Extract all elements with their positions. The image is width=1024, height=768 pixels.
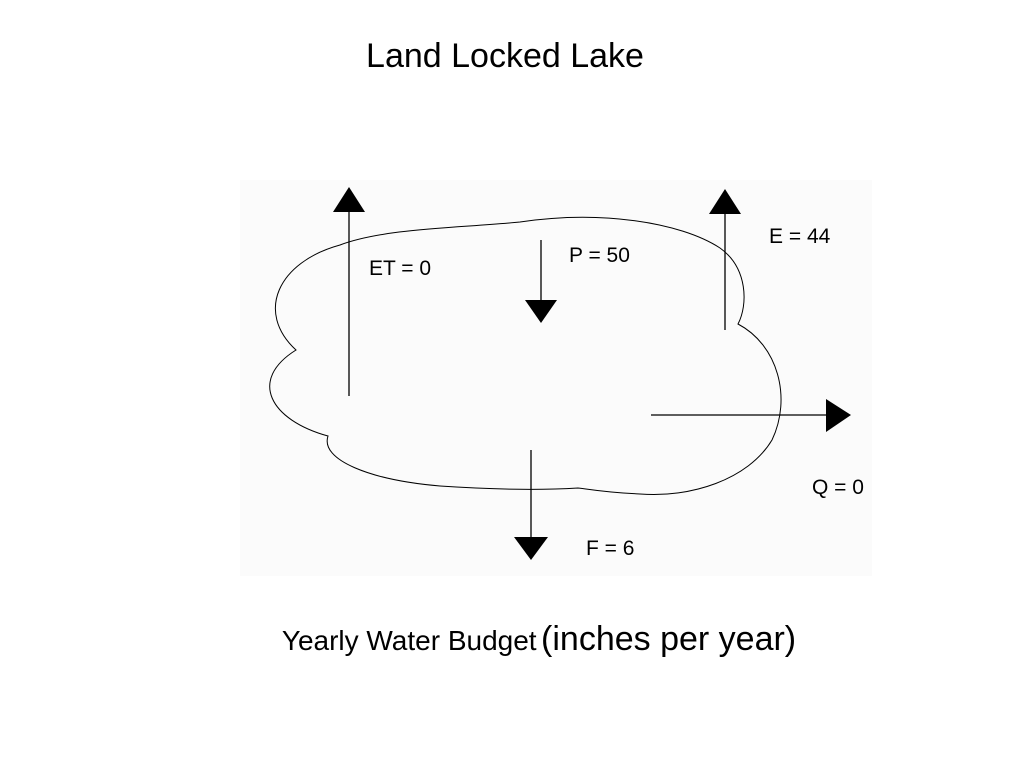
diagram-backdrop <box>240 180 872 576</box>
f-arrow <box>514 450 548 560</box>
et-label: ET = 0 <box>369 257 432 280</box>
p-arrow <box>525 240 557 323</box>
caption: Yearly Water Budget (inches per year) <box>0 620 1024 659</box>
et-arrow <box>333 187 365 396</box>
e-label: E = 44 <box>769 225 831 248</box>
q-label: Q = 0 <box>812 476 864 499</box>
q-arrow <box>651 399 851 432</box>
diagram-title: Land Locked Lake <box>366 37 644 75</box>
caption-main: Yearly Water Budget <box>281 625 537 656</box>
f-label: F = 6 <box>586 537 635 560</box>
p-label: P = 50 <box>569 244 630 267</box>
e-arrow <box>709 189 741 330</box>
caption-unit: (inches per year) <box>541 620 797 658</box>
